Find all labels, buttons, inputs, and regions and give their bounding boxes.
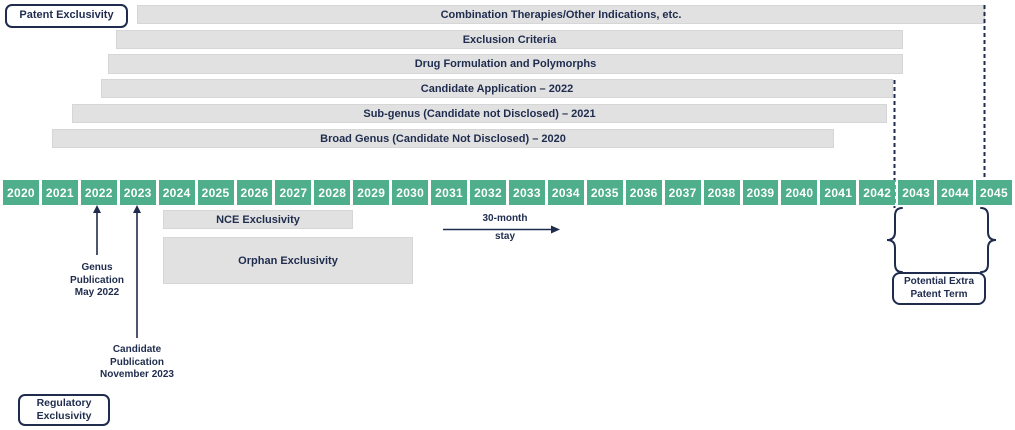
year-cell: 2044	[937, 180, 974, 205]
year-cell: 2023	[119, 180, 156, 205]
patent-bar-sub-genus: Sub-genus (Candidate not Disclosed) – 20…	[72, 104, 887, 123]
regulatory-bar-nce: NCE Exclusivity	[163, 210, 353, 229]
year-cell: 2042	[859, 180, 896, 205]
year-cell: 2039	[742, 180, 779, 205]
patent-bar-label: Combination Therapies/Other Indications,…	[440, 8, 682, 21]
candidate-label-line2: Publication	[110, 356, 164, 368]
year-cell: 2031	[431, 180, 468, 205]
candidate-publication-label: Candidate Publication November 2023	[87, 344, 187, 382]
genus-label-line3: May 2022	[74, 287, 120, 298]
patent-bar-label: Sub-genus (Candidate not Disclosed) – 20…	[363, 107, 596, 120]
regulatory-bar-label: NCE Exclusivity	[216, 213, 300, 226]
year-cell: 2027	[275, 180, 312, 205]
year-cell: 2038	[703, 180, 740, 205]
regulatory-label-line2: Exclusivity	[36, 410, 92, 422]
stay-arrowhead-icon	[551, 225, 560, 234]
year-cell: 2026	[236, 180, 273, 205]
year-cell: 2029	[353, 180, 390, 205]
regulatory-exclusivity-label-box: Regulatory Exclusivity	[18, 394, 110, 426]
year-cell: 2034	[547, 180, 584, 205]
year-cell: 2041	[820, 180, 857, 205]
patent-exclusivity-label-box: Patent Exclusivity	[5, 4, 128, 28]
patent-exclusivity-label: Patent Exclusivity	[19, 9, 114, 22]
year-cell: 2045	[976, 180, 1012, 205]
genus-label-line2: Publication	[70, 274, 124, 286]
regulatory-label-line1: Regulatory	[36, 396, 92, 409]
year-cell: 2021	[41, 180, 78, 205]
year-cell: 2028	[314, 180, 351, 205]
patent-bar-combination: Combination Therapies/Other Indications,…	[137, 5, 985, 24]
genus-publication-label: Genus Publication May 2022	[47, 262, 147, 300]
right-brace-icon	[980, 207, 997, 273]
genus-arrowhead-icon	[93, 205, 101, 213]
patent-bar-label: Exclusion Criteria	[462, 33, 557, 46]
year-cell: 2020	[3, 180, 39, 205]
year-cell: 2032	[470, 180, 506, 205]
year-cell: 2024	[158, 180, 195, 205]
year-cell: 2035	[586, 180, 623, 205]
stay-label-line2: stay	[494, 231, 515, 242]
year-cell: 2043	[898, 180, 935, 205]
potential-extra-patent-term-box: Potential Extra Patent Term	[892, 272, 986, 305]
left-brace-icon	[886, 207, 903, 273]
year-cell: 2037	[664, 180, 701, 205]
patent-bar-candidate-application: Candidate Application – 2022	[101, 79, 893, 98]
genus-label-line1: Genus	[81, 262, 113, 273]
candidate-label-line3: November 2023	[100, 369, 174, 380]
year-cell: 2040	[781, 180, 818, 205]
year-cell: 2036	[625, 180, 662, 205]
year-cell: 2033	[508, 180, 545, 205]
regulatory-bar-label: Orphan Exclusivity	[238, 254, 338, 267]
extra-term-line1: Potential Extra	[903, 276, 975, 287]
regulatory-bar-orphan: Orphan Exclusivity	[163, 237, 413, 284]
stay-label-line1: 30-month	[482, 213, 528, 224]
candidate-label-line1: Candidate	[112, 344, 162, 355]
candidate-arrowhead-icon	[133, 205, 141, 213]
year-cell: 2022	[80, 180, 117, 205]
patent-bar-exclusion-criteria: Exclusion Criteria	[116, 30, 903, 49]
year-cell: 2030	[392, 180, 429, 205]
extra-term-line2: Patent Term	[910, 288, 968, 300]
patent-bar-broad-genus: Broad Genus (Candidate Not Disclosed) – …	[52, 129, 834, 148]
patent-bar-label: Broad Genus (Candidate Not Disclosed) – …	[320, 132, 566, 145]
patent-bar-label: Candidate Application – 2022	[420, 82, 574, 95]
year-cell: 2025	[197, 180, 234, 205]
patent-bar-label: Drug Formulation and Polymorphs	[414, 58, 597, 70]
patent-bar-drug-formulation: Drug Formulation and Polymorphs	[108, 54, 903, 74]
